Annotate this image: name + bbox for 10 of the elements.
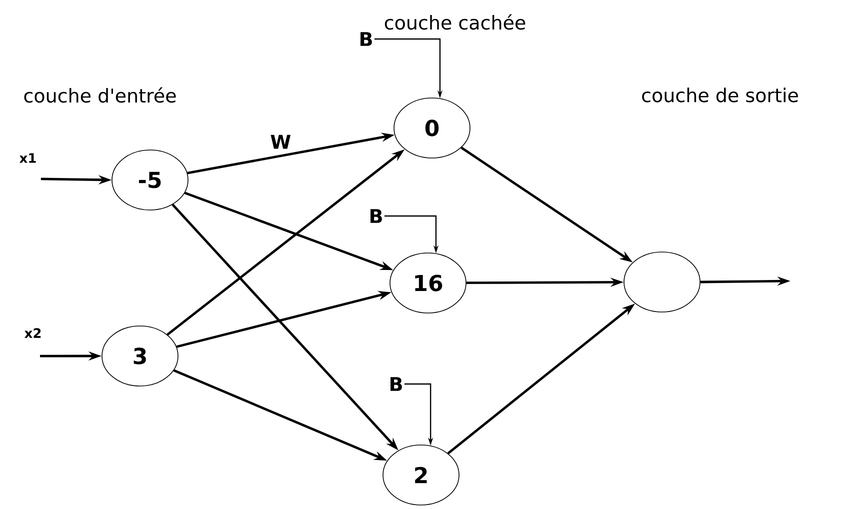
layer-heading: couche de sortie (642, 88, 798, 102)
neuron-ellipse (624, 252, 700, 312)
layer-heading: couche d'entrée (24, 87, 176, 103)
edge-label: W (270, 134, 291, 149)
input-label: x2 (24, 328, 41, 338)
input-label: x1 (20, 153, 36, 163)
bias-label: B (360, 32, 372, 46)
layer-heading: couche cachée (384, 14, 526, 30)
bias-label: B (370, 209, 382, 223)
bias-label: B (390, 377, 402, 391)
